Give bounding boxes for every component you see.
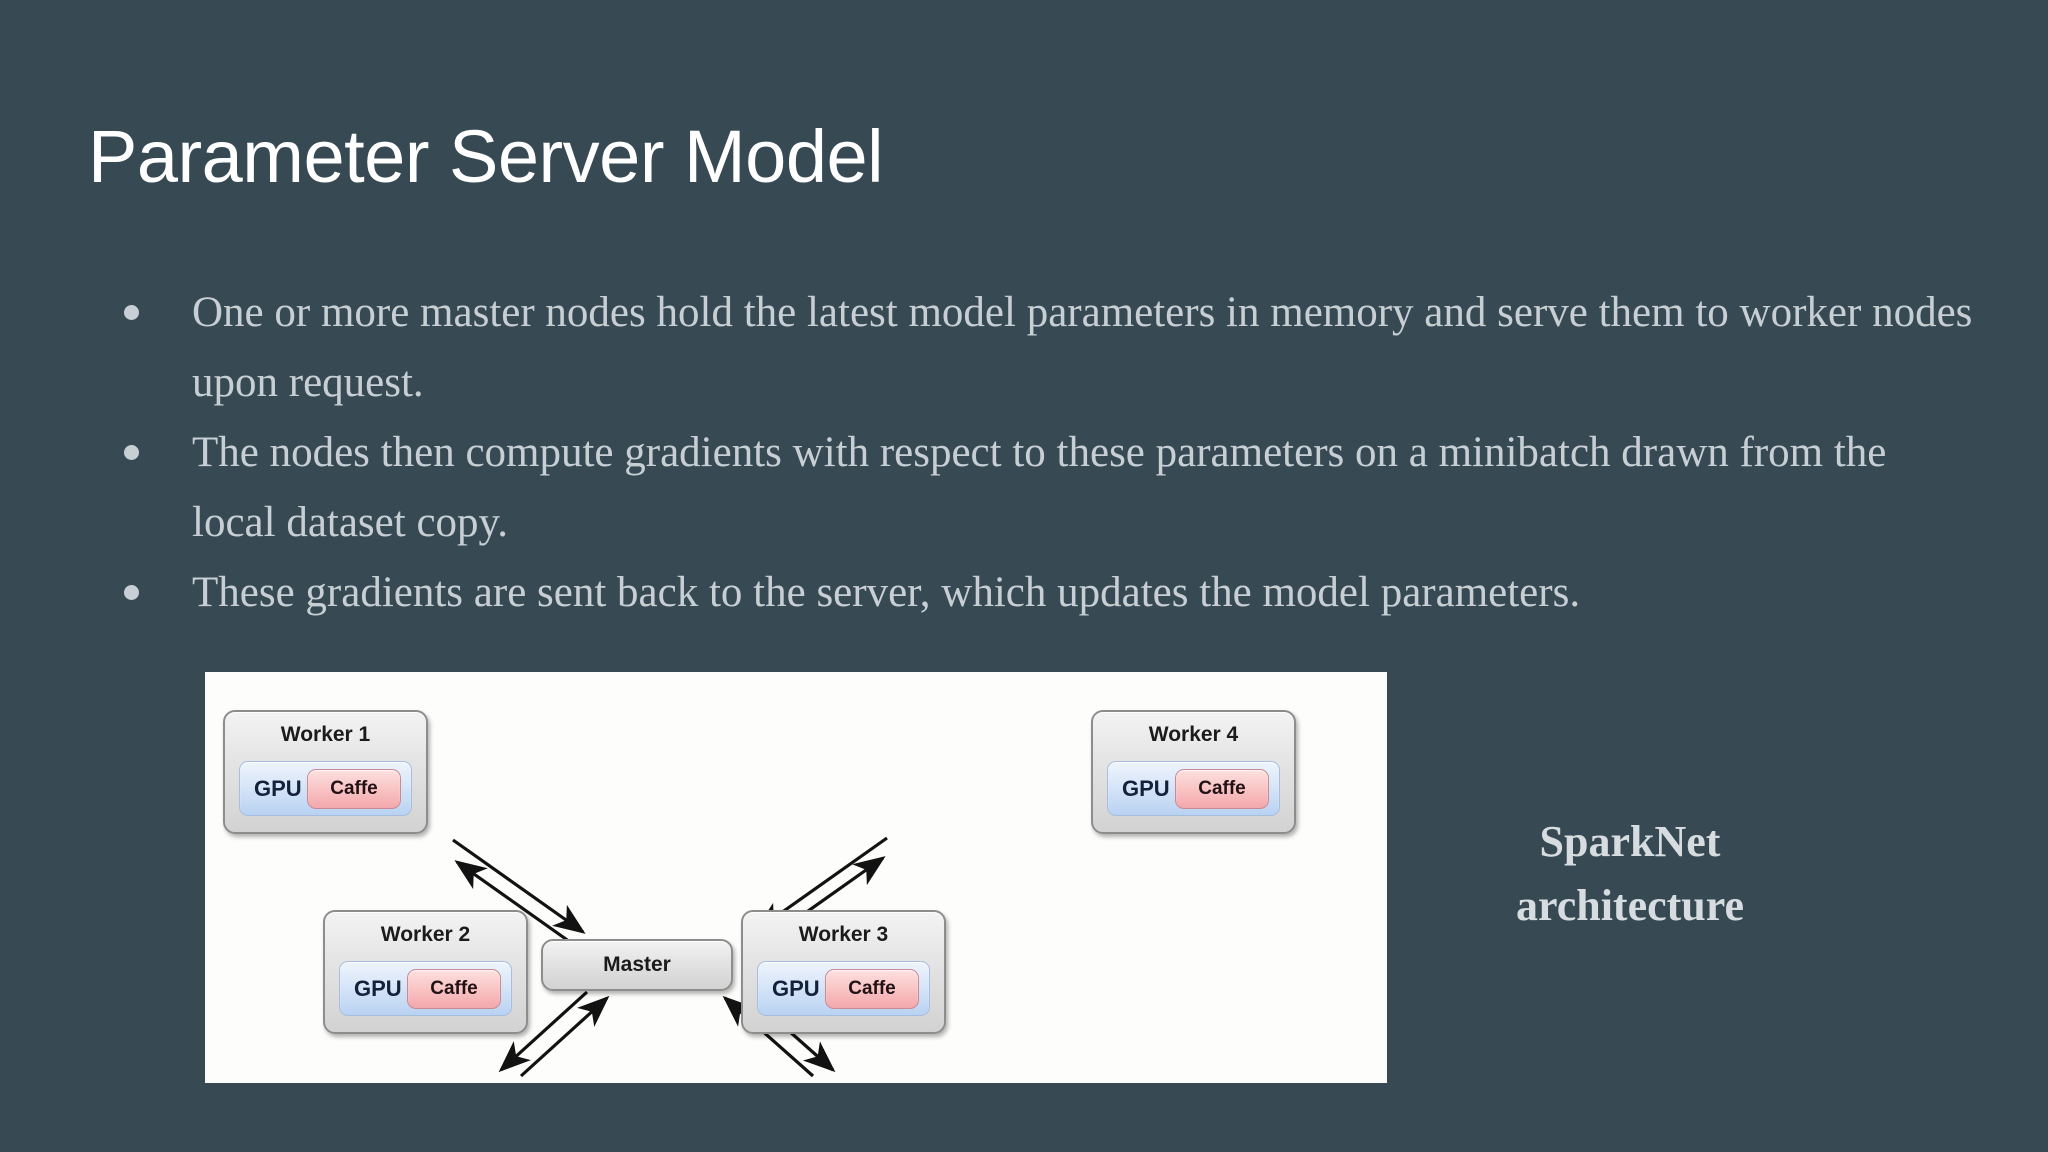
node-master: Master (541, 939, 733, 991)
node-worker-2: Worker 2 GPU Caffe (323, 910, 528, 1034)
gpu-label: GPU (354, 975, 402, 1001)
worker-label: Worker 4 (1148, 723, 1239, 746)
caffe-label: Caffe (1198, 777, 1246, 799)
node-worker-1: Worker 1 GPU Caffe (223, 710, 428, 834)
architecture-diagram: Worker 1 GPU Caffe Worker 4 GPU Caffe Wo… (205, 672, 1387, 1083)
node-worker-4: Worker 4 GPU Caffe (1091, 710, 1296, 834)
worker-label: Worker 1 (280, 723, 371, 746)
list-item: The nodes then compute gradients with re… (110, 418, 1980, 558)
caption-line-2: architecture (1515, 881, 1745, 930)
gpu-label: GPU (1122, 775, 1170, 801)
bullet-text: These gradients are sent back to the ser… (192, 569, 1581, 616)
diagram-caption: SparkNet architecture (1490, 810, 1770, 938)
node-worker-3: Worker 3 GPU Caffe (741, 910, 946, 1034)
caffe-label: Caffe (330, 777, 378, 799)
gpu-box: GPU Caffe (239, 761, 412, 816)
caption-line-1: SparkNet (1539, 817, 1721, 866)
bullet-text: The nodes then compute gradients with re… (192, 429, 1887, 546)
list-item: One or more master nodes hold the latest… (110, 278, 1980, 418)
gpu-box: GPU Caffe (757, 961, 930, 1016)
bullet-dot-icon (124, 445, 139, 460)
gpu-label: GPU (772, 975, 820, 1001)
gpu-box: GPU Caffe (339, 961, 512, 1016)
gpu-box: GPU Caffe (1107, 761, 1280, 816)
caffe-label: Caffe (430, 977, 478, 999)
caffe-box: Caffe (1175, 768, 1269, 809)
master-label: Master (603, 953, 671, 976)
caffe-box: Caffe (307, 768, 401, 809)
worker-label: Worker 3 (798, 923, 889, 946)
bullet-list: One or more master nodes hold the latest… (110, 278, 1980, 628)
caffe-label: Caffe (848, 977, 896, 999)
bullet-dot-icon (124, 305, 139, 320)
page-title: Parameter Server Model (88, 115, 884, 198)
gpu-label: GPU (254, 775, 302, 801)
list-item: These gradients are sent back to the ser… (110, 558, 1980, 628)
bullet-dot-icon (124, 585, 139, 600)
caffe-box: Caffe (825, 968, 919, 1009)
caffe-box: Caffe (407, 968, 501, 1009)
worker-label: Worker 2 (380, 923, 471, 946)
bullet-text: One or more master nodes hold the latest… (192, 289, 1973, 406)
